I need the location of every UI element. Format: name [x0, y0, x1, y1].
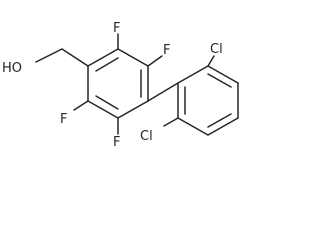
- biaryl-bond: [147, 82, 179, 102]
- ring-a-double-bond: [95, 95, 119, 110]
- f-bond: [73, 100, 89, 111]
- ring-b-bond: [207, 117, 239, 136]
- ring-a-bond: [87, 48, 119, 67]
- ring-b-bond: [177, 65, 209, 84]
- ring-a-bond: [117, 100, 149, 119]
- fluorine-label: F: [113, 21, 120, 36]
- chlorine-label: Cl: [210, 42, 223, 57]
- ring-b-double-bond: [207, 113, 232, 128]
- cl-bond: [207, 55, 215, 67]
- ring-b-double-bond: [207, 73, 232, 88]
- fluorine-label: F: [113, 135, 120, 150]
- f-bond: [147, 55, 163, 67]
- ring-a-bond: [117, 48, 149, 67]
- fluorine-label: F: [60, 112, 67, 127]
- molecule-structure: HO F F F F Cl Cl: [2, 21, 239, 150]
- ring-a: [87, 48, 149, 119]
- hydroxyl-label: HO: [2, 61, 22, 76]
- ch2-oh-bond: [35, 48, 63, 63]
- ring-a-bond: [87, 100, 119, 119]
- cl-bond: [163, 117, 179, 127]
- ring-b-bond: [177, 117, 209, 136]
- ch2-bond: [61, 48, 89, 67]
- ring-a-double-bond: [95, 57, 119, 72]
- fluorine-label: F: [163, 43, 170, 58]
- ring-b: [177, 65, 239, 136]
- ring-b-bond: [207, 65, 239, 84]
- chlorine-label: Cl: [140, 129, 153, 144]
- structure-canvas: HO F F F F Cl Cl: [2, 21, 239, 150]
